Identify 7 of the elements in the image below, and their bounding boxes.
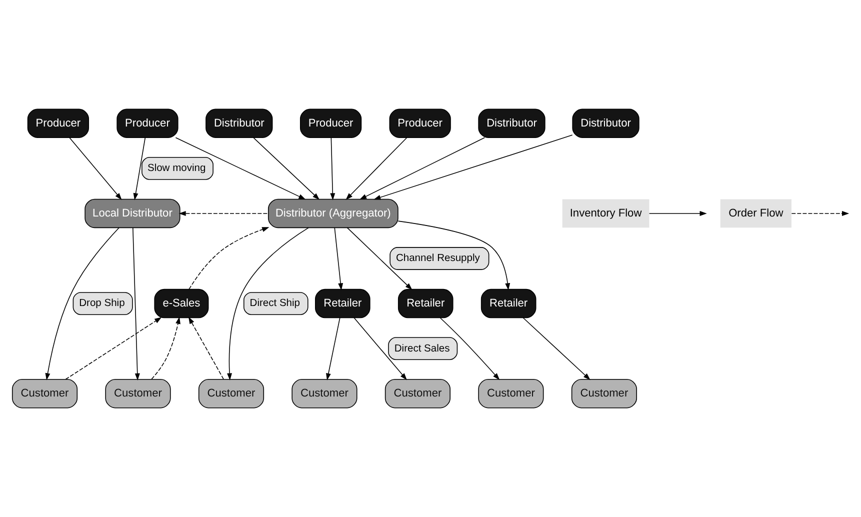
- edge-label: Slow moving: [147, 163, 206, 174]
- edge-label: Channel Resupply: [396, 253, 480, 264]
- edge-label: Direct Sales: [394, 343, 450, 354]
- edge-label: Drop Ship: [79, 298, 125, 310]
- legend-label: Order Flow: [728, 207, 784, 220]
- legend-label: Inventory Flow: [570, 207, 642, 220]
- edge-label: Direct Ship: [250, 298, 300, 310]
